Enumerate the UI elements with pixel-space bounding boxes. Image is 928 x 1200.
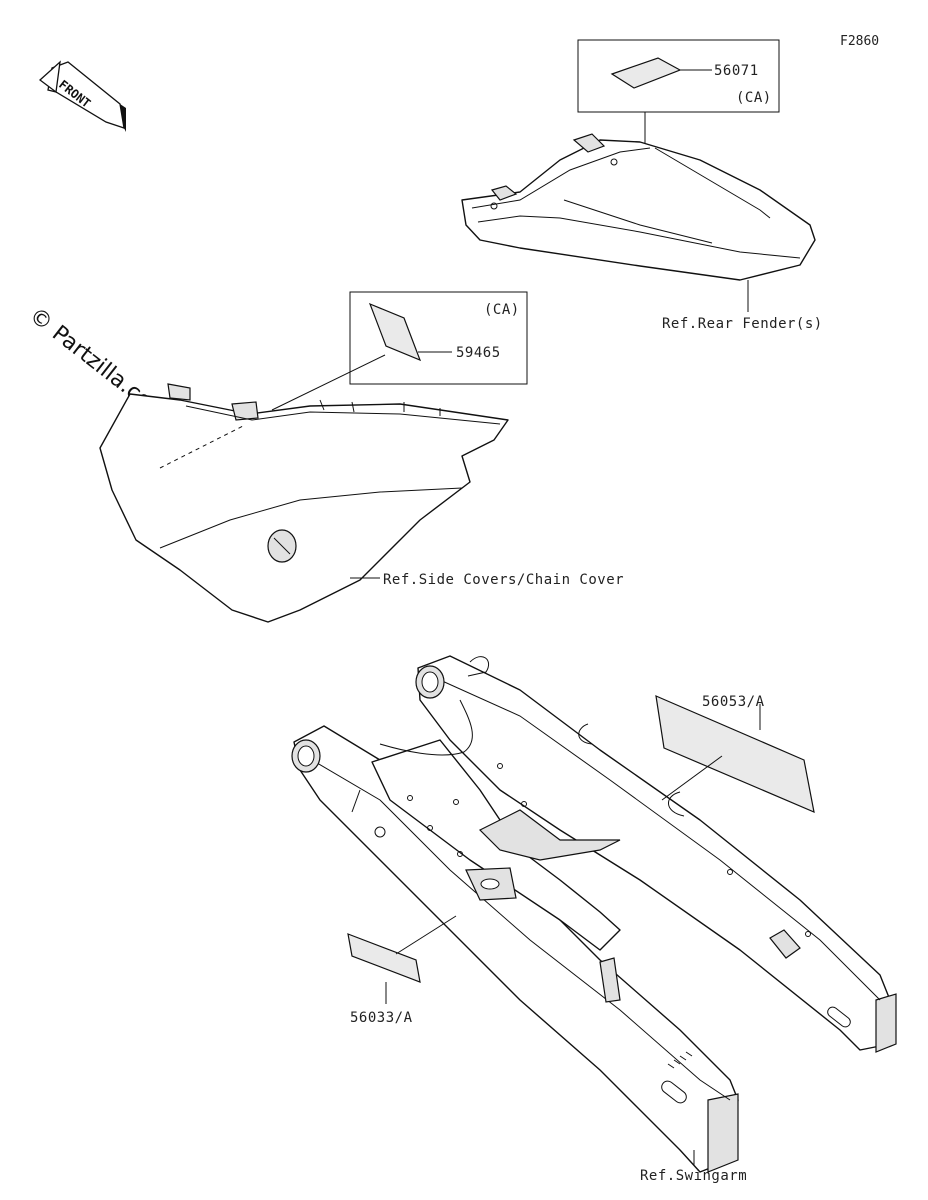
ref-rear-fender: Ref.Rear Fender(s) — [662, 316, 823, 332]
front-arrow-icon: FRONT — [38, 60, 126, 132]
side-cover — [99, 383, 509, 623]
part-number-56053: 56053/A — [702, 694, 765, 710]
callout-box-56071: 56071 (CA) — [577, 39, 780, 113]
sticker-56053 — [655, 695, 815, 813]
swingarm — [291, 655, 897, 1173]
figure-code: F2860 — [840, 34, 879, 49]
ref-side-covers: Ref.Side Covers/Chain Cover — [383, 572, 624, 588]
ca-label-side: (CA) — [484, 302, 520, 318]
part-number-56033: 56033/A — [350, 1010, 413, 1026]
sticker-56033 — [347, 933, 421, 983]
part-number-59465: 59465 — [456, 345, 501, 361]
rear-fender — [461, 133, 816, 281]
ref-swingarm: Ref.Swingarm — [640, 1168, 747, 1184]
callout-box-59465: (CA) 59465 — [349, 291, 528, 385]
part-number-56071: 56071 — [714, 63, 759, 79]
ca-label-top: (CA) — [736, 90, 772, 106]
